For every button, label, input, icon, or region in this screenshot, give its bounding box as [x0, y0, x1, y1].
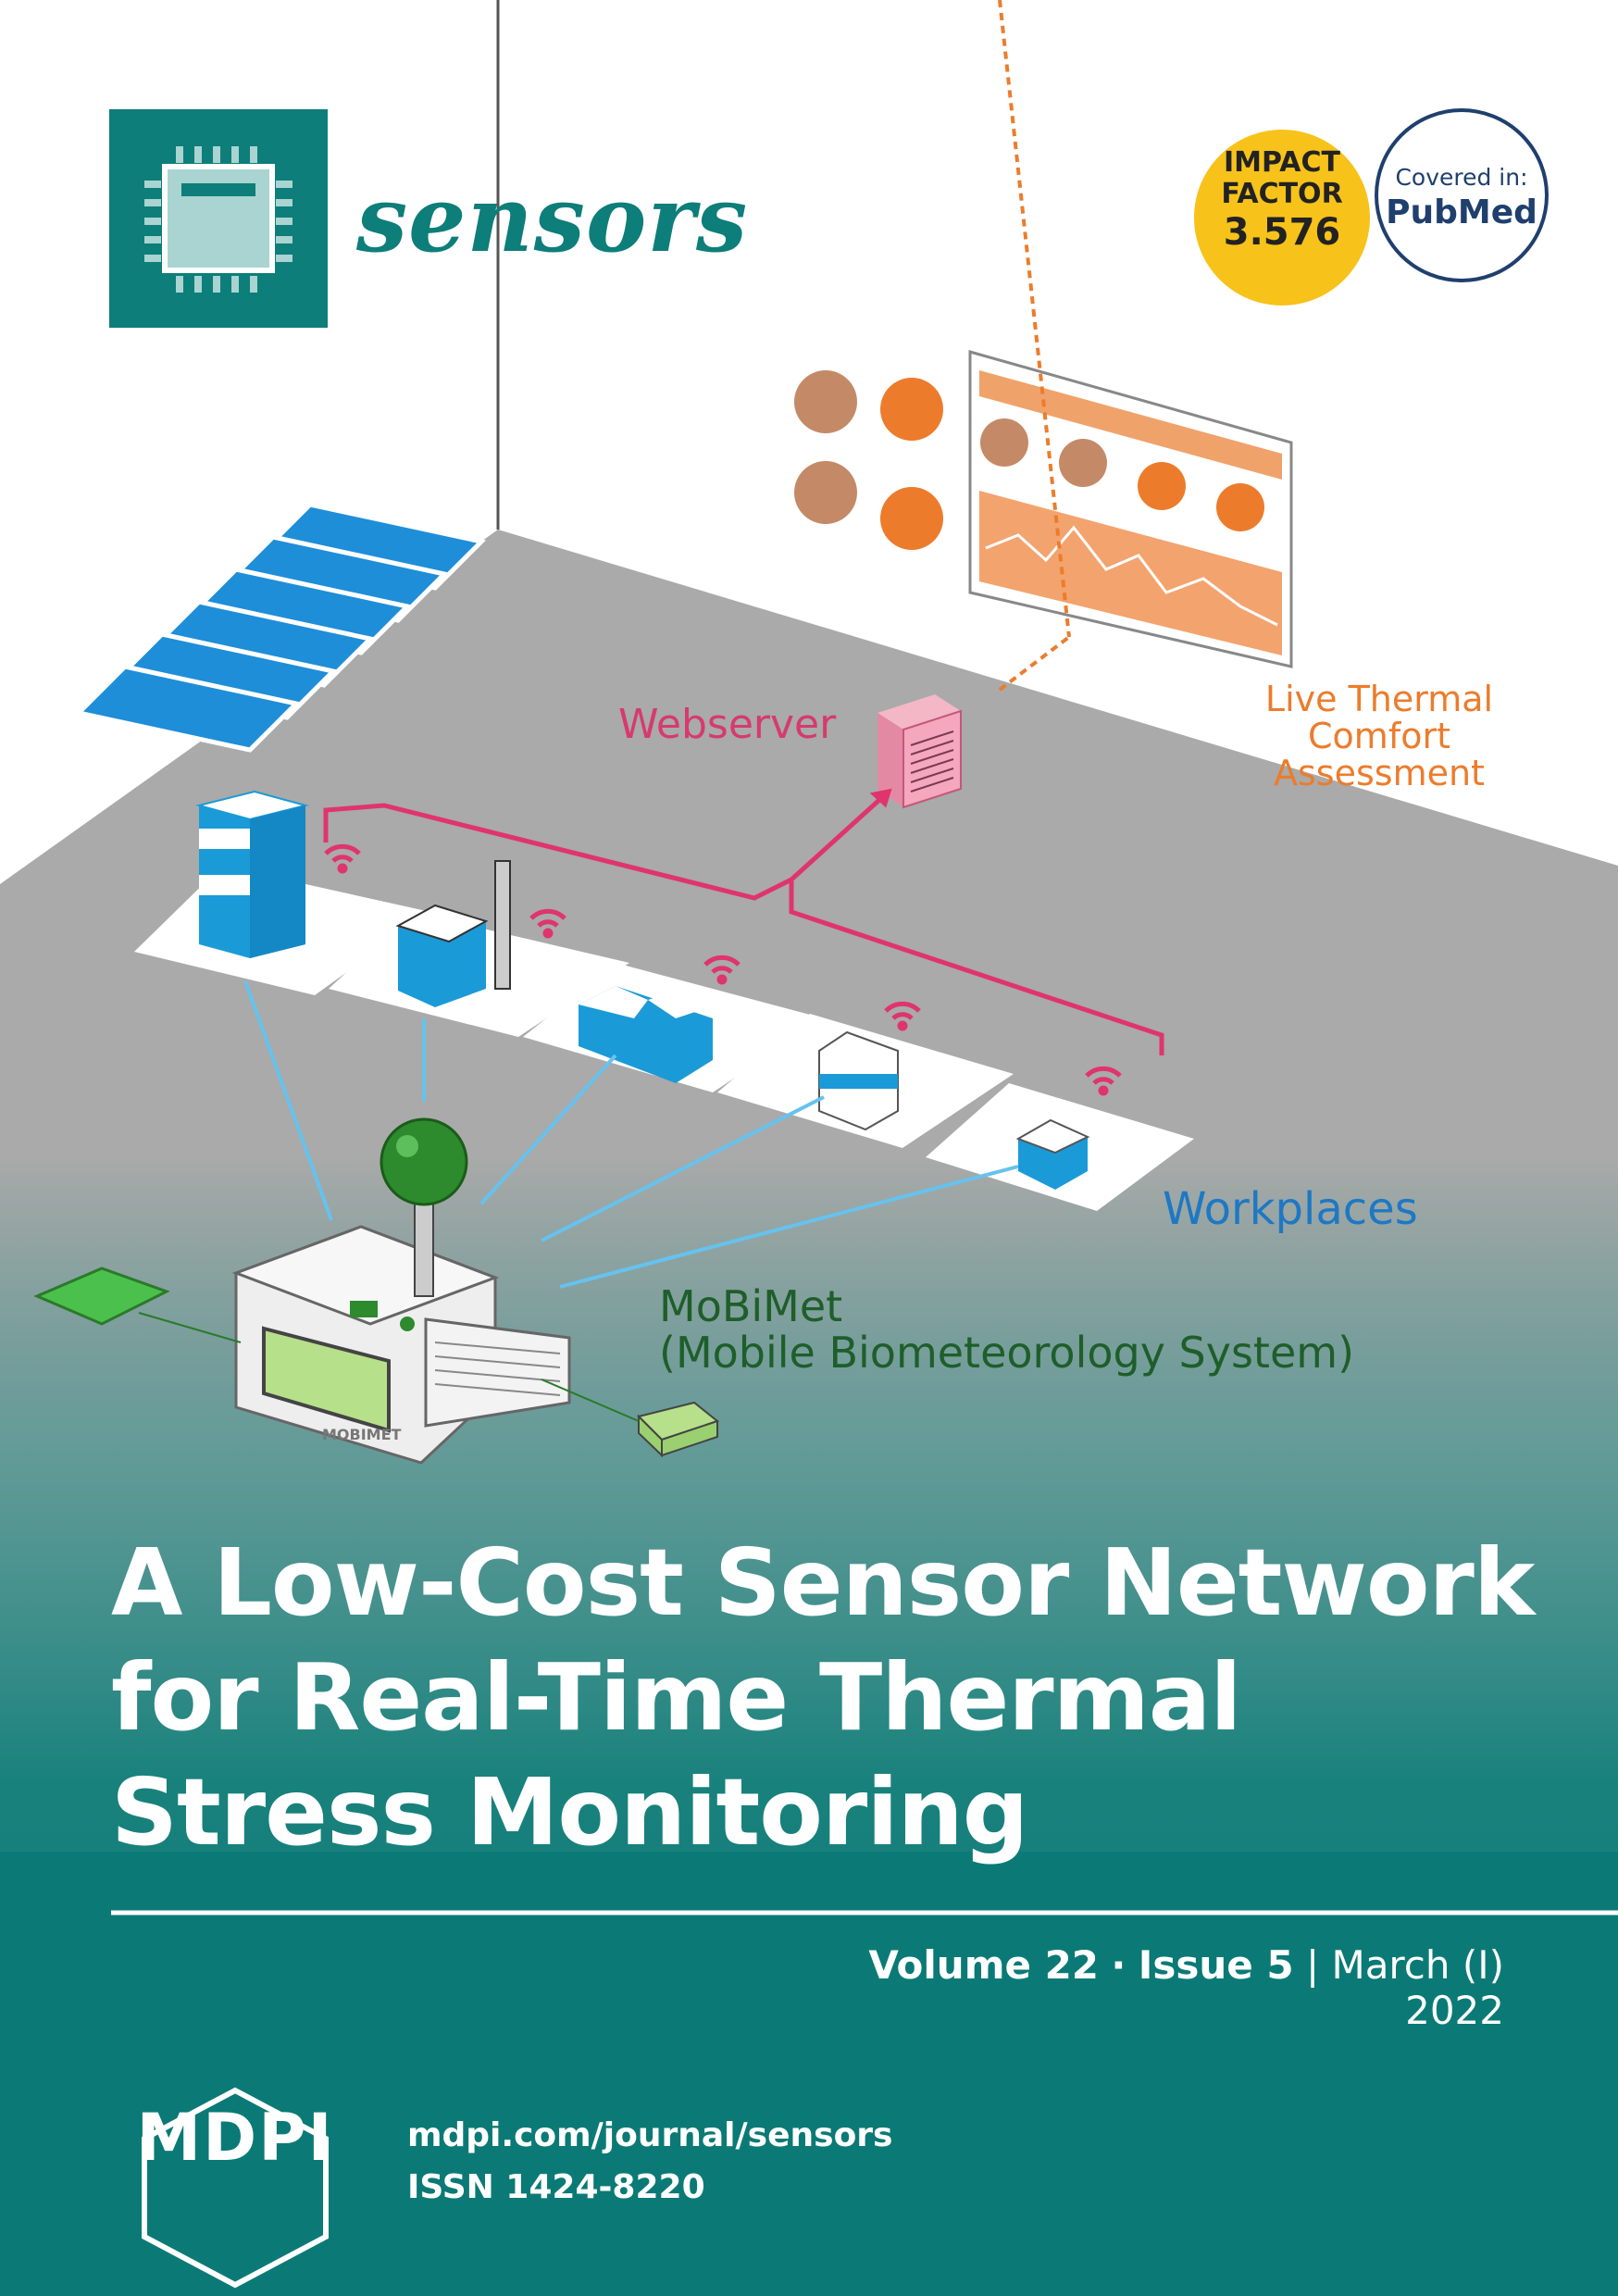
room-icons [794, 370, 943, 550]
title-line3: Stress Monitoring [111, 1758, 1028, 1866]
issue-pipe: | [1305, 1942, 1320, 1988]
impact-factor-line1: IMPACT [1224, 146, 1340, 179]
live-label-line1: Live Thermal Comfort [1264, 679, 1494, 756]
journal-url[interactable]: mdpi.com/journal/sensors [407, 2116, 893, 2154]
bottom-band [0, 1852, 1618, 2296]
live-label-line2: Assessment [1274, 753, 1485, 793]
title-line2: for Real-Time Thermal [111, 1643, 1242, 1752]
device-label: MOBIMET [322, 1426, 402, 1443]
journal-name: sensors [356, 167, 749, 273]
dashboard-screen [968, 350, 1293, 668]
mobimet-label-line1: MoBiMet [659, 1281, 843, 1331]
issue-date: March (I) 2022 [1331, 1942, 1504, 2033]
mobimet-label: MoBiMet (Mobile Biometeorology System) [659, 1283, 1354, 1376]
issue-info: Volume 22 · Issue 5 | March (I) 2022 [815, 1942, 1504, 2033]
impact-factor-badge: IMPACT FACTOR 3.576 [1194, 130, 1370, 306]
impact-factor-line2: FACTOR [1221, 178, 1343, 210]
mobimet-label-line2: (Mobile Biometeorology System) [659, 1328, 1355, 1378]
pubmed-line2: PubMed [1386, 193, 1537, 231]
issue-number: Issue 5 [1138, 1942, 1294, 1988]
journal-logo [109, 109, 328, 328]
sensor-chips [33, 1267, 720, 1458]
mobimet-device [231, 1117, 571, 1465]
title-line1: A Low-Cost Sensor Network [111, 1529, 1535, 1637]
mdpi-hexagon [142, 2087, 329, 2289]
webserver-icon [877, 694, 962, 809]
workplaces-label: Workplaces [1163, 1183, 1418, 1235]
wifi-icons [324, 843, 1122, 1096]
issn: ISSN 1424-8220 [407, 2168, 705, 2206]
article-title: A Low-Cost Sensor Network for Real-Time … [111, 1526, 1555, 1870]
solar-panels [73, 502, 487, 753]
mdpi-logo: MDPI [136, 2100, 334, 2176]
volume: Volume 22 [868, 1942, 1100, 1988]
issue-separator: · [1111, 1942, 1126, 1988]
webserver-label: Webserver [618, 701, 837, 748]
impact-factor-value: 3.576 [1223, 211, 1341, 254]
sensor-links [243, 980, 1019, 1289]
live-assessment-label: Live Thermal Comfort Assessment [1194, 680, 1564, 792]
pubmed-badge: Covered in: PubMed [1375, 108, 1549, 282]
workplace-buildings [195, 790, 1090, 1190]
pubmed-line1: Covered in: [1395, 164, 1528, 191]
dashed-link [998, 0, 1071, 638]
network-lines [323, 788, 1164, 1055]
